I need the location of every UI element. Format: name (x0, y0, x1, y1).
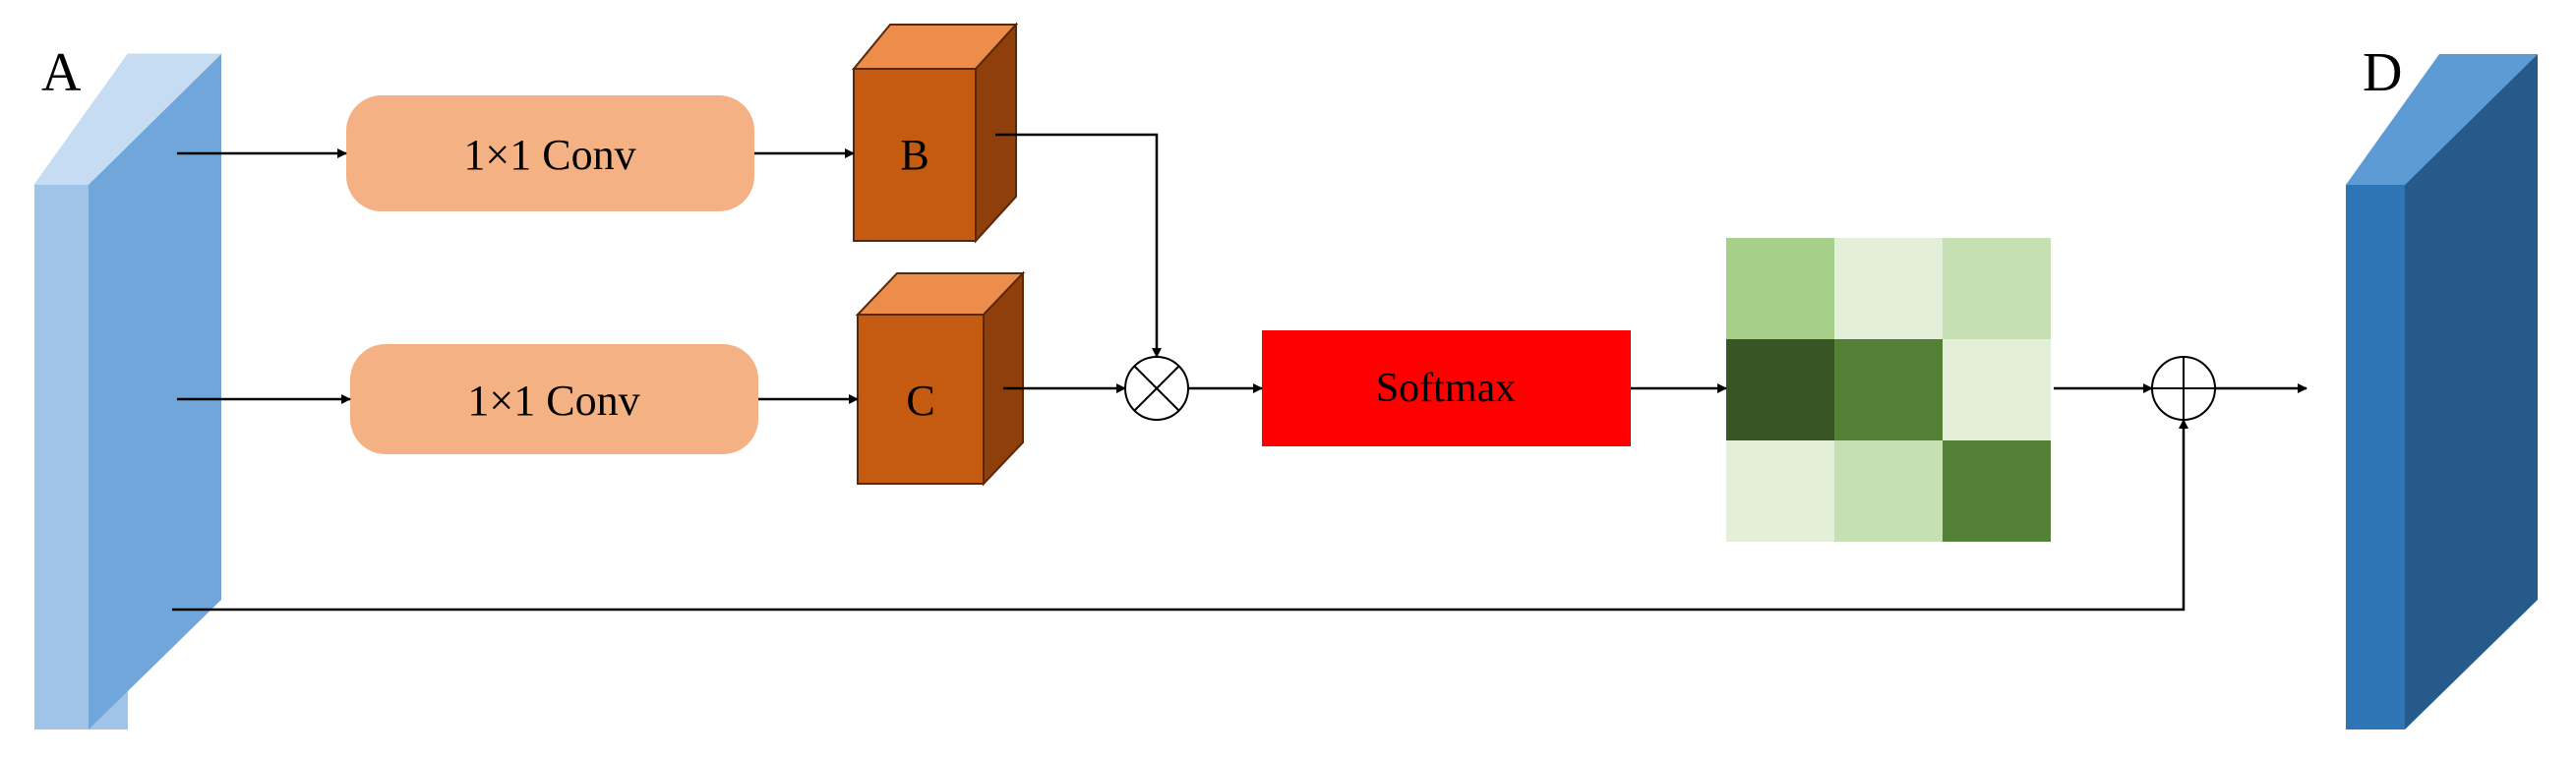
attention-cell-0-0 (1726, 238, 1834, 339)
label-c: C (906, 377, 934, 425)
label-a: A (41, 42, 82, 103)
conv-block-top (346, 95, 754, 211)
attention-cell-1-2 (1943, 339, 2051, 440)
output-tensor-front (2346, 185, 2405, 729)
attention-cell-0-2 (1943, 238, 2051, 339)
attention-map (1726, 238, 2051, 542)
multiply-stroke-2 (1133, 365, 1180, 412)
attention-cell-2-1 (1834, 440, 1943, 542)
output-tensor (2346, 54, 2538, 729)
cube-b (851, 22, 1019, 244)
output-tensor-side (2405, 54, 2538, 729)
cube-b-front (853, 68, 977, 242)
attention-cell-2-0 (1726, 440, 1834, 542)
arrow-skip-to-add (172, 419, 2188, 612)
arrow-b-to-multiply (995, 133, 1162, 358)
output-tensor-top (2346, 54, 2538, 185)
add-operator (2151, 356, 2216, 421)
attention-cell-0-1 (1834, 238, 1943, 339)
attention-cell-1-1 (1834, 339, 1943, 440)
input-tensor-side (89, 54, 221, 729)
connectors (172, 133, 2307, 612)
attention-cell-2-2 (1943, 440, 2051, 542)
attention-cell-1-0 (1726, 339, 1834, 440)
input-tensor (33, 53, 222, 729)
softmax-block (1262, 330, 1631, 446)
conv-block-bottom-label: 1×1 Conv (467, 377, 639, 425)
label-d: D (2363, 42, 2402, 103)
cube-c (855, 270, 1026, 487)
label-b: B (900, 131, 929, 179)
conv-block-top-label: 1×1 Conv (463, 131, 635, 179)
conv-block-bottom (350, 344, 758, 454)
softmax-label: Softmax (1376, 366, 1516, 411)
cube-c-front (857, 314, 985, 485)
multiply-operator (1124, 356, 1189, 421)
